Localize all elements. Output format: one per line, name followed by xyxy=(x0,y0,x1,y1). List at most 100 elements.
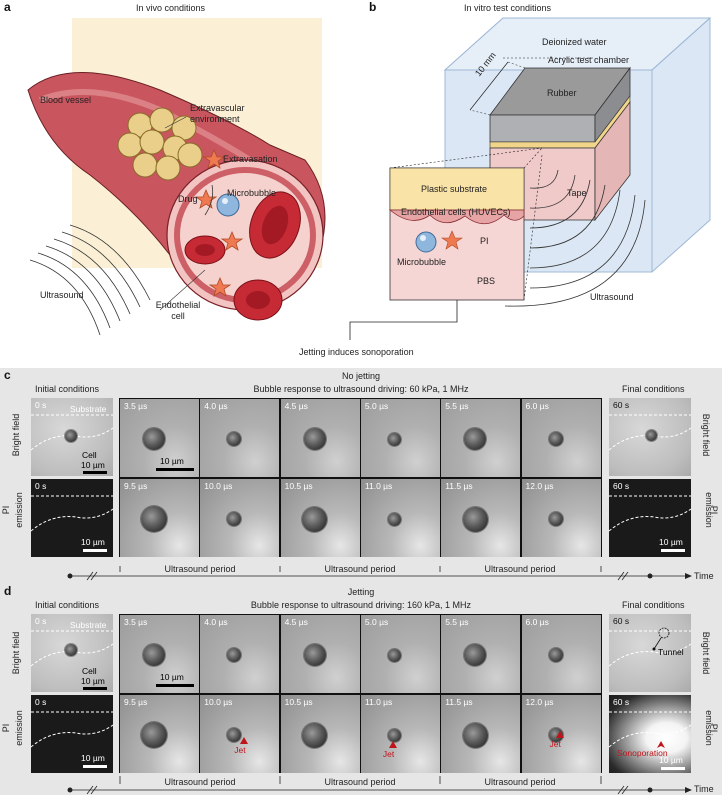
label-extravasation: Extravasation xyxy=(223,154,278,164)
panel-c-bright-field-right: Bright field xyxy=(701,413,711,457)
microbubble-b xyxy=(415,231,437,253)
d-timeline xyxy=(67,776,692,795)
panel-c-subtitle: Bubble response to ultrasound driving: 6… xyxy=(253,384,469,394)
c-frame-time-top-5: 5.5 µs xyxy=(445,401,469,411)
d-frame-time-bottom-5: 11.5 µs xyxy=(445,697,473,707)
d-initial-bright: 0 s Substrate Cell 10 µm xyxy=(31,614,113,692)
label-water: Deionized water xyxy=(542,37,607,47)
c-initial-pi-scale-bar xyxy=(83,549,107,552)
d-frame-top-6: 6.0 µs xyxy=(521,615,601,693)
c-frame-bubble-top-2 xyxy=(227,432,242,446)
c-frame-bubble-top-3 xyxy=(303,428,326,450)
panel-c-pi-left-1: PI xyxy=(1,505,11,515)
panel-c-bright-field-left: Bright field xyxy=(11,413,21,457)
panel-c-pi-right-2: emission xyxy=(704,492,714,528)
panel-c-pi-left-2: emission xyxy=(14,492,24,528)
c-frame-time-top-1: 3.5 µs xyxy=(124,401,148,411)
c-final-bubble xyxy=(646,430,657,441)
d-frame-time-top-3: 4.5 µs xyxy=(284,617,308,627)
panel-c-final: Final conditions xyxy=(622,384,685,394)
label-jetting-note: Jetting induces sonoporation xyxy=(299,347,414,357)
c-cell-label: Cell xyxy=(82,450,97,460)
d-frame-top-1: 3.5 µs 10 µm xyxy=(120,615,199,693)
d-frame-time-top-6: 6.0 µs xyxy=(525,617,549,627)
d-final-pi-scale-bar xyxy=(661,767,685,770)
c-frame-bubble-bottom-6 xyxy=(548,512,563,526)
d-substrate-label: Substrate xyxy=(70,620,107,630)
c-final-pi: 60 s 10 µm xyxy=(609,479,691,557)
ultrasound-waves-b xyxy=(504,169,646,307)
label-microbubble-b: Microbubble xyxy=(397,257,447,267)
c-frame-time-bottom-6: 12.0 µs xyxy=(525,481,554,491)
c-final-bright: 60 s xyxy=(609,398,691,476)
c-frame-top-4: 5.0 µs xyxy=(360,399,440,477)
c-initial-scale-bar xyxy=(83,471,107,474)
panel-d-final: Final conditions xyxy=(622,600,685,610)
label-pi: PI xyxy=(480,236,489,246)
d-frame-bottom-3: 10.5 µs xyxy=(280,695,360,773)
ultrasound-waves xyxy=(29,224,151,336)
d-jet-arrow-2 xyxy=(240,737,249,744)
c-frame-bubble-bottom-1 xyxy=(141,506,167,532)
panel-d-letter: d xyxy=(4,584,12,598)
c-frame-bubble-bottom-4 xyxy=(388,512,402,526)
drug-stars xyxy=(194,148,244,297)
d-initial-scale-bar xyxy=(83,687,107,690)
d-frame-bubble-bottom-1 xyxy=(141,722,167,748)
d-jet-arrow-4 xyxy=(388,741,397,748)
d-time-label: Time xyxy=(694,784,714,794)
c-frame-bubble-top-1 xyxy=(143,428,165,450)
label-extravascular-1: Extravascular xyxy=(190,103,245,113)
d-frame-bubble-bottom-5 xyxy=(462,722,488,748)
panel-d-title: Jetting xyxy=(347,587,375,597)
panel-c-title: No jetting xyxy=(341,371,381,381)
panel-d-subtitle: Bubble response to ultrasound driving: 1… xyxy=(250,600,472,610)
c-frame-bubble-top-6 xyxy=(548,432,563,446)
label-drug: Drug xyxy=(178,194,198,204)
label-microbubble-a: Microbubble xyxy=(227,188,277,198)
d-period-3: Ultrasound period xyxy=(484,777,556,787)
d-frame-time-top-4: 5.0 µs xyxy=(364,617,389,627)
c-frame-bubble-bottom-5 xyxy=(462,506,488,532)
c-frame-bottom-2: 10.0 µs xyxy=(200,479,280,557)
label-endothelial-2: cell xyxy=(171,311,185,321)
d-frame-bubble-bottom-3 xyxy=(302,722,328,748)
c-initial-time-bottom: 0 s xyxy=(35,481,47,491)
d-frame-bubble-bottom-4 xyxy=(388,728,402,742)
d-strip-scale-label: 10 µm xyxy=(160,672,184,682)
in-vitro-illustration xyxy=(349,17,712,340)
d-frame-time-top-1: 3.5 µs xyxy=(124,617,148,627)
panel-d-pi-left-2: emission xyxy=(14,710,24,746)
c-initial-pi: 0 s 10 µm xyxy=(31,479,113,557)
c-final-time-bottom: 60 s xyxy=(613,481,630,491)
extravascular-cells xyxy=(117,107,203,181)
c-frame-bubble-bottom-2 xyxy=(227,512,242,526)
c-frame-time-bottom-5: 11.5 µs xyxy=(445,481,473,491)
c-frame-time-top-2: 4.0 µs xyxy=(204,401,228,411)
c-frame-time-top-4: 5.0 µs xyxy=(364,401,389,411)
c-initial-bubble xyxy=(65,430,77,442)
d-frame-time-bottom-4: 11.0 µs xyxy=(364,697,393,707)
panel-a-heading: In vivo conditions xyxy=(136,3,206,13)
d-frame-bubble-top-2 xyxy=(227,648,242,662)
c-frame-time-top-3: 4.5 µs xyxy=(284,401,308,411)
c-frame-bottom-6: 12.0 µs xyxy=(521,479,601,557)
c-frame-time-bottom-1: 9.5 µs xyxy=(124,481,148,491)
d-frame-time-bottom-1: 9.5 µs xyxy=(124,697,148,707)
pi-star xyxy=(441,230,463,250)
d-period-2: Ultrasound period xyxy=(324,777,396,787)
c-frame-bottom-5: 11.5 µs xyxy=(441,479,521,557)
label-plastic: Plastic substrate xyxy=(421,184,488,194)
panel-d-bright-field-left: Bright field xyxy=(11,631,21,675)
c-frame-bottom-1: 9.5 µs xyxy=(120,479,199,557)
panel-d-pi-left-1: PI xyxy=(1,723,11,733)
d-jet-label-6: Jet xyxy=(549,739,561,749)
panel-d-initial: Initial conditions xyxy=(35,600,100,610)
c-period-1: Ultrasound period xyxy=(164,564,236,574)
c-frame-bottom-4: 11.0 µs xyxy=(360,479,440,557)
d-frame-top-2: 4.0 µs xyxy=(200,615,280,693)
d-frame-time-top-5: 5.5 µs xyxy=(445,617,469,627)
